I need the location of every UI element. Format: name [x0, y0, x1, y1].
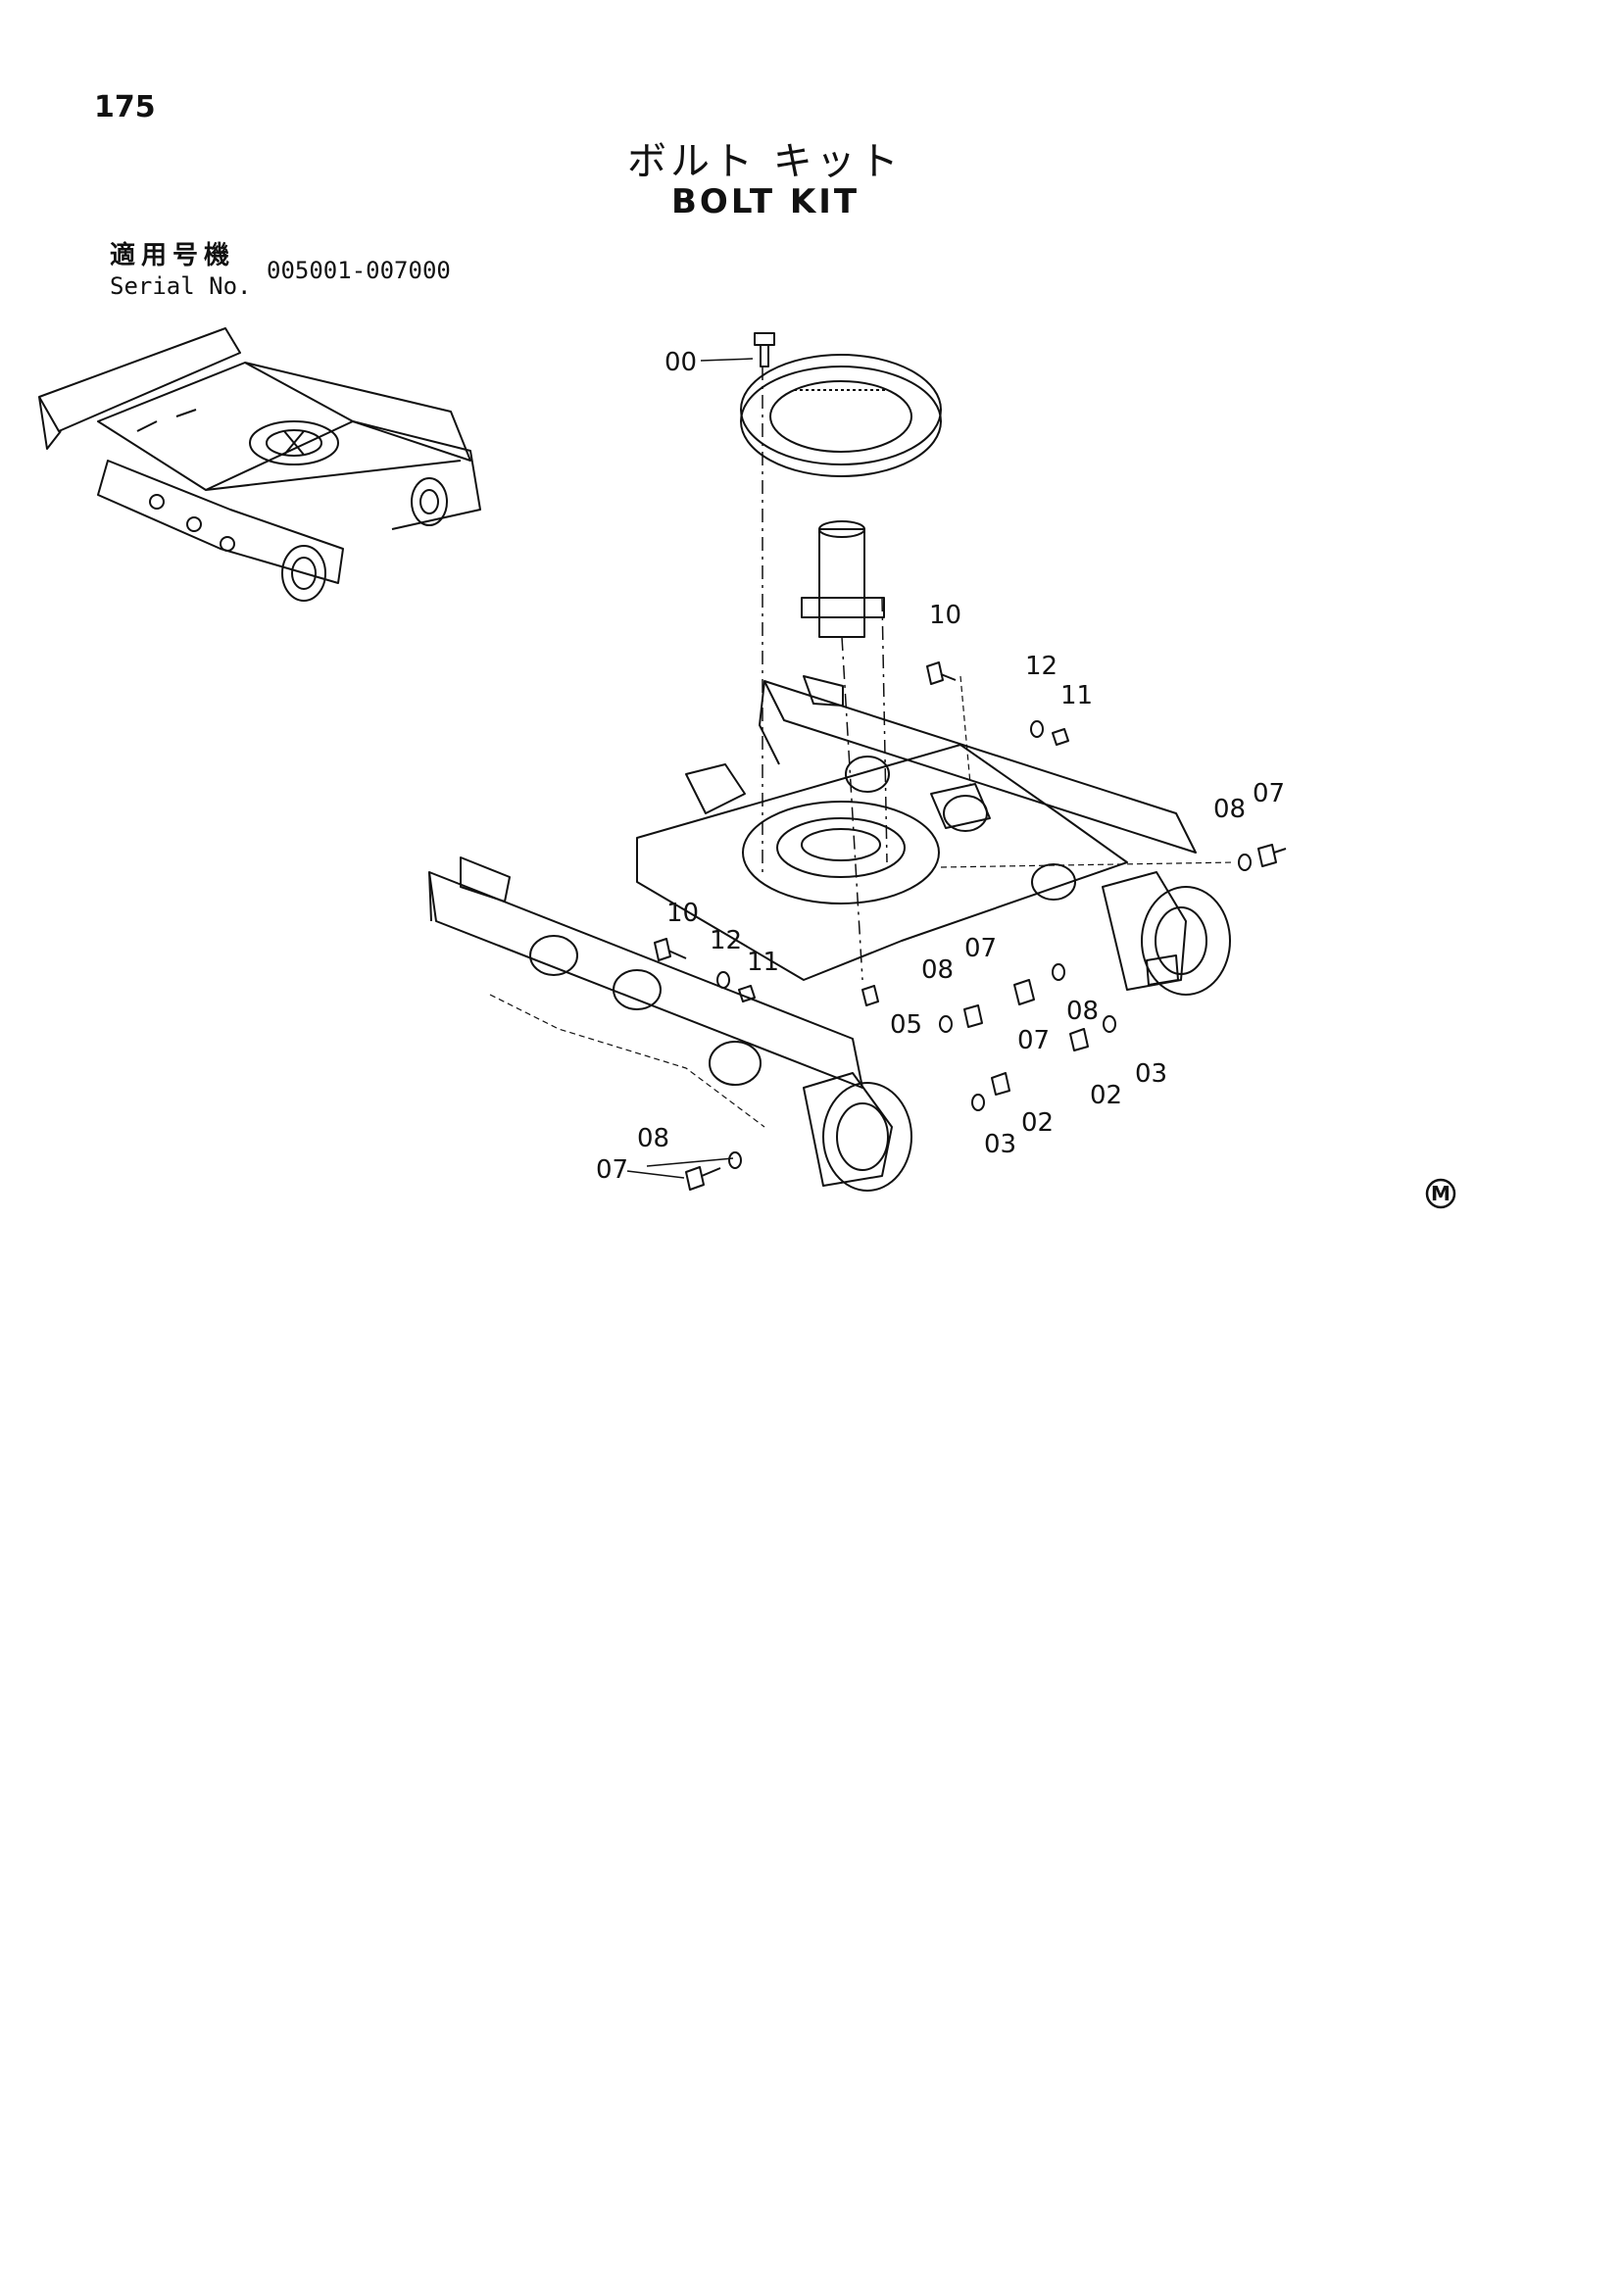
callout-12-mid: 12: [710, 926, 742, 955]
callout-08-bottom: 08: [637, 1124, 669, 1153]
callout-08-right: 08: [1213, 795, 1246, 824]
serial-range: 005001-007000: [267, 257, 451, 284]
callout-11-mid: 11: [747, 948, 779, 977]
serial-label-english: Serial No.: [110, 272, 252, 300]
callout-07-mid: 07: [964, 934, 997, 963]
leader-lines: [626, 358, 754, 1179]
key-map-thumbnail: [38, 327, 481, 602]
callout-07-right: 07: [1253, 779, 1285, 808]
fasteners: [654, 661, 1287, 1191]
swing-bearing-ring: [740, 354, 942, 477]
callout-03-lower: 03: [984, 1130, 1016, 1159]
callout-labels: 00 10 12 11 08 07 10 12 11 08 07 05 07 0…: [596, 348, 1285, 1185]
callout-00: 00: [664, 348, 697, 377]
circled-m-mark: M: [1425, 1178, 1456, 1209]
mark-letter: M: [1431, 1182, 1451, 1205]
callout-02-lower: 02: [1021, 1108, 1054, 1138]
center-joint: [801, 520, 888, 981]
callout-05: 05: [890, 1010, 922, 1040]
callout-10-top: 10: [929, 601, 961, 630]
title-english: BOLT KIT: [671, 182, 861, 221]
callout-10-mid: 10: [666, 899, 699, 928]
callout-12-top: 12: [1025, 652, 1057, 681]
callout-02-right: 02: [1090, 1081, 1122, 1110]
serial-label-japanese: 適用号機: [110, 241, 236, 270]
callout-07-bottom: 07: [596, 1155, 628, 1185]
callout-08-lower: 08: [1066, 997, 1099, 1026]
track-frame: [428, 675, 1236, 1192]
callout-03-right: 03: [1135, 1059, 1167, 1089]
page-number: 175: [94, 90, 156, 124]
bolt-00: [754, 332, 775, 877]
callout-08-mid: 08: [921, 955, 954, 985]
callout-11-top: 11: [1060, 681, 1093, 710]
title-japanese: ボルト キット: [627, 139, 903, 184]
callout-07-lower: 07: [1017, 1026, 1050, 1055]
